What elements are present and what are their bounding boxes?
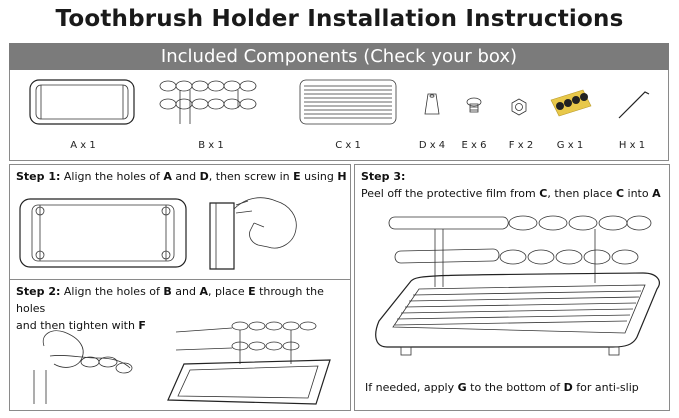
component-a-tray-illustration — [29, 79, 135, 125]
component-d-label: D x 4 — [418, 140, 446, 151]
component-e-screw-illustration — [466, 97, 482, 113]
component-c-grille-illustration — [299, 79, 397, 125]
step1-panel: Step 1: Align the holes of A and D, then… — [9, 164, 351, 280]
component-h-hex-key-illustration — [618, 91, 650, 119]
component-h-label: H x 1 — [618, 140, 646, 151]
components-panel: A x 1 B x 1 C x 1 D x 4 — [9, 70, 669, 161]
step3-note: If needed, apply G to the bottom of D fo… — [365, 381, 639, 394]
component-f-label: F x 2 — [508, 140, 534, 151]
step2-hand-illustration — [33, 330, 133, 404]
step2-panel: Step 2: Align the holes of B and A, plac… — [9, 279, 351, 411]
step3-heading: Step 3: — [361, 170, 406, 183]
component-g-pads-illustration — [550, 89, 592, 117]
component-f-nut-illustration — [511, 98, 527, 116]
step2-instruction: Step 2: Align the holes of B and A, plac… — [16, 285, 324, 332]
page-title: Toothbrush Holder Installation Instructi… — [55, 6, 624, 32]
step1-hand-illustration — [209, 197, 297, 270]
step2-assembly-illustration — [167, 321, 331, 405]
step3-instruction: Peel off the protective film from C, the… — [361, 187, 661, 200]
step1-tray-illustration — [19, 198, 187, 268]
component-g-label: G x 1 — [556, 140, 584, 151]
step1-instruction: Step 1: Align the holes of A and D, then… — [16, 170, 347, 183]
component-d-foot-illustration — [424, 93, 440, 115]
step3-panel: Step 3: Peel off the protective film fro… — [354, 164, 670, 411]
step3-assembled-holder-illustration — [375, 215, 660, 356]
component-b-rack-illustration — [159, 80, 257, 124]
component-b-label: B x 1 — [198, 140, 224, 151]
component-e-label: E x 6 — [461, 140, 487, 151]
component-a-label: A x 1 — [70, 140, 96, 151]
components-banner: Included Components (Check your box) — [9, 43, 669, 70]
component-c-label: C x 1 — [335, 140, 361, 151]
